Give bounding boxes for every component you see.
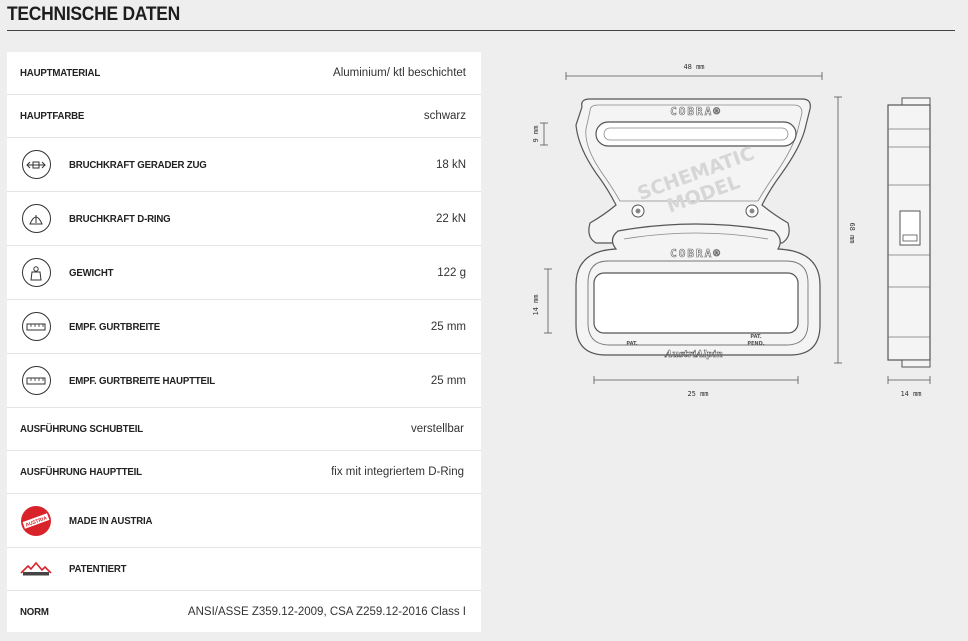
spec-value: fix mit integriertem D-Ring <box>331 466 464 478</box>
spec-label: GEWICHT <box>69 266 114 279</box>
spec-table: HAUPTMATERIAL Aluminium/ ktl beschichtet… <box>7 52 481 632</box>
buckle-top-part: COBRA® <box>575 98 811 244</box>
spec-value: ANSI/ASSE Z359.12-2009, CSA Z259.12-2016… <box>187 605 466 618</box>
spec-value: Aluminium/ ktl beschichtet <box>333 67 466 79</box>
straight-pull-icon <box>20 149 52 181</box>
schematic-drawing: 48 mm COBRA® SCHEMATIC MODEL COBRA® PAT.… <box>532 63 931 398</box>
title-divider <box>7 30 955 31</box>
ruler-icon <box>20 311 52 343</box>
buckle-side-view <box>887 97 931 368</box>
spec-label: AUSFÜHRUNG HAUPTTEIL <box>20 466 142 478</box>
pat-right-text-1: PAT. <box>750 334 761 340</box>
spec-label: PATENTIERT <box>69 563 127 575</box>
spec-label: BRUCHKRAFT GERADER ZUG <box>69 158 207 171</box>
spec-label: EMPF. GURTBREITE HAUPTTEIL <box>69 374 216 387</box>
spec-row-weight: GEWICHT 122 g <box>7 246 481 300</box>
spec-row-webbing-width-main: EMPF. GURTBREITE HAUPTTEIL 25 mm <box>7 354 481 408</box>
ruler-icon <box>20 365 52 397</box>
spec-value: 18 kN <box>435 158 466 171</box>
spec-row-material: HAUPTMATERIAL Aluminium/ ktl beschichtet <box>7 52 481 95</box>
dim-webbing-label: 25 mm <box>687 390 708 398</box>
spec-label: MADE IN AUSTRIA <box>69 514 153 527</box>
spec-value: 22 kN <box>435 212 466 225</box>
spec-row-push-part: AUSFÜHRUNG SCHUBTEIL verstellbar <box>7 408 481 451</box>
spec-row-color: HAUPTFARBE schwarz <box>7 95 481 138</box>
spec-value: schwarz <box>423 110 466 122</box>
spec-label: NORM <box>20 605 49 618</box>
brand-bottom-text: COBRA® <box>670 247 722 260</box>
spec-row-main-part: AUSFÜHRUNG HAUPTTEIL fix mit integrierte… <box>7 451 481 494</box>
d-ring-icon <box>20 203 52 235</box>
brand-top-text: COBRA® <box>670 105 722 118</box>
spec-row-norm: NORM ANSI/ASSE Z359.12-2009, CSA Z259.12… <box>7 591 481 632</box>
buckle-bottom-part: COBRA® PAT. PAT. PEND. AustriAlpin <box>575 223 821 360</box>
spec-row-patented: PATENTIERT <box>7 548 481 591</box>
spec-row-d-ring: BRUCHKRAFT D-RING 22 kN <box>7 192 481 246</box>
austrialpin-logo-icon <box>20 553 52 585</box>
spec-value: 25 mm <box>430 320 466 333</box>
spec-label: BRUCHKRAFT D-RING <box>69 212 171 225</box>
spec-value: 25 mm <box>430 374 466 387</box>
maker-logo-text: AustriAlpin <box>664 350 723 360</box>
dim-height-label: 68 mm <box>848 222 856 243</box>
weight-icon <box>20 257 52 289</box>
spec-row-made-in-austria: AUSTRIA MADE IN AUSTRIA <box>7 494 481 548</box>
dim-width-label: 48 mm <box>683 63 704 71</box>
dim-side-label: 14 mm <box>900 390 921 398</box>
spec-value: verstellbar <box>410 423 464 435</box>
pat-right-text-2: PEND. <box>747 341 764 347</box>
page-title: TECHNISCHE DATEN <box>7 4 180 25</box>
spec-value: 122 g <box>437 266 466 279</box>
austria-badge-icon: AUSTRIA <box>20 505 52 537</box>
spec-label: AUSFÜHRUNG SCHUBTEIL <box>20 423 143 435</box>
spec-label: HAUPTFARBE <box>20 110 85 122</box>
spec-label: HAUPTMATERIAL <box>20 67 101 79</box>
dim-lower-label: 14 mm <box>532 294 540 315</box>
spec-row-webbing-width: EMPF. GURTBREITE 25 mm <box>7 300 481 354</box>
spec-row-straight-pull: BRUCHKRAFT GERADER ZUG 18 kN <box>7 138 481 192</box>
pat-left-text: PAT. <box>626 341 637 347</box>
dim-slot-label: 9 mm <box>532 126 540 143</box>
spec-label: EMPF. GURTBREITE <box>69 320 160 333</box>
